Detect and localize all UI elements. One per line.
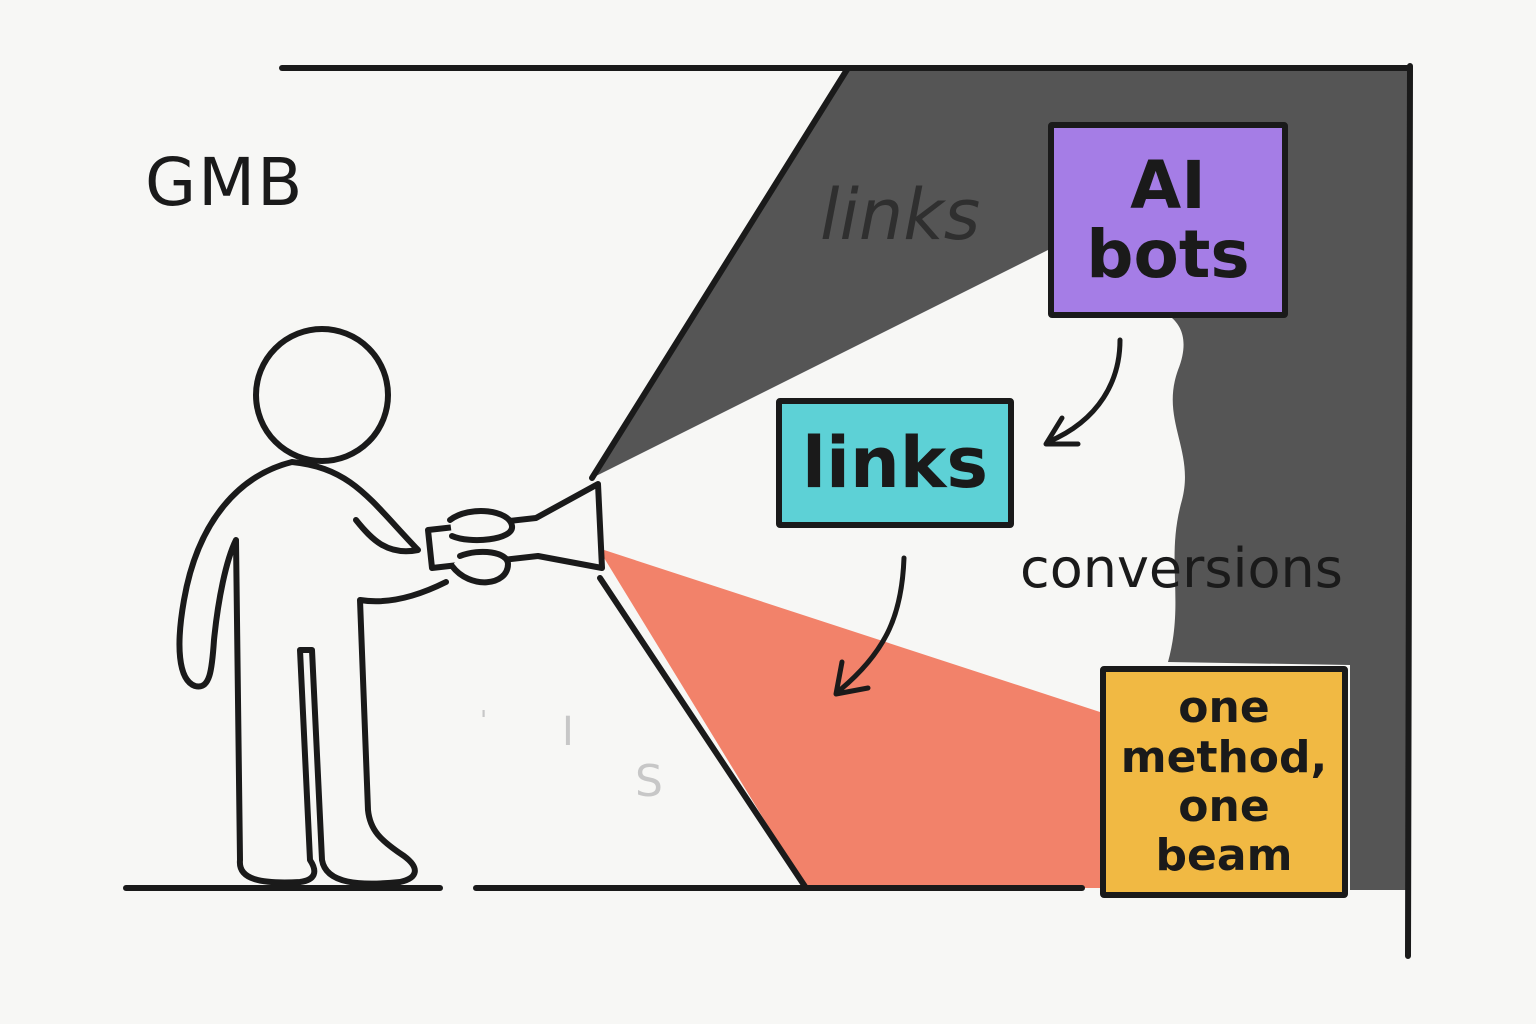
ai-bots-line-1: AI <box>1130 146 1206 224</box>
links-box-text: links <box>801 422 989 504</box>
links-box: links <box>776 398 1014 528</box>
method-line-3: one beam <box>1155 781 1293 882</box>
ai-bots-line-2: bots <box>1086 216 1250 293</box>
links-shadow-label: links <box>820 174 981 256</box>
wall-line <box>1405 63 1413 959</box>
faint-mark-1: ' <box>480 706 488 736</box>
one-method-box: one method, one beam <box>1100 666 1348 898</box>
person-figure <box>176 326 449 887</box>
method-line-2: method, <box>1120 731 1328 783</box>
gmb-label: GMB <box>145 144 305 221</box>
ai-bots-box: AI bots <box>1048 122 1288 318</box>
arrow-links-to-beam <box>833 555 907 697</box>
beam-edge-lower <box>597 575 809 891</box>
beam-edge-upper <box>589 65 851 481</box>
light-beam <box>598 548 1100 888</box>
method-line-1: one <box>1178 682 1270 734</box>
flashlight-icon <box>425 481 605 586</box>
faint-mark-2: I <box>562 709 574 755</box>
arrow-ai-to-links <box>1043 337 1123 447</box>
faint-marks: ' I S <box>470 700 690 820</box>
conversions-label: conversions <box>1020 537 1343 600</box>
faint-mark-3: S <box>635 756 663 807</box>
